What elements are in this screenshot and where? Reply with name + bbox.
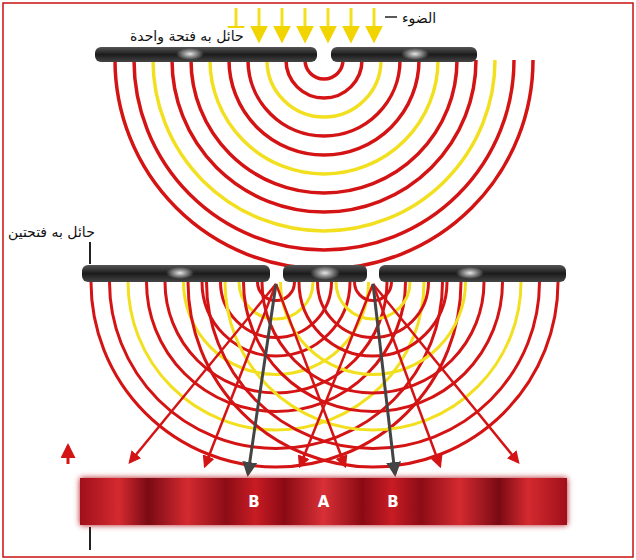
- wavefront: [172, 60, 476, 212]
- barrier: [331, 47, 477, 62]
- fringe-label: B: [248, 493, 259, 511]
- light-arrow: [304, 8, 307, 40]
- fringe-label: A: [318, 493, 330, 511]
- light-arrow: [373, 8, 376, 40]
- leader-line: [385, 16, 397, 18]
- barrier: [95, 47, 317, 62]
- barrier: [379, 265, 566, 282]
- double-slit-waves: [91, 282, 558, 467]
- label-box: حائل به فتحة واحدة: [128, 26, 246, 45]
- light-ray: [373, 284, 518, 462]
- single-slit-waves: [115, 60, 533, 269]
- leader-line: [89, 527, 91, 550]
- glint: [176, 48, 204, 60]
- wavefront: [188, 282, 558, 467]
- glint: [166, 267, 194, 279]
- part-label: حائل به فتحتين: [6, 224, 97, 240]
- slit-waves: [188, 282, 558, 467]
- light-ray: [373, 284, 395, 474]
- light-arrow: [327, 8, 330, 40]
- light-ray: [300, 284, 373, 466]
- wavefront: [286, 60, 362, 98]
- wavefront: [248, 60, 400, 136]
- wavefront: [229, 60, 419, 155]
- part-label: حائل به فتحة واحدة: [128, 28, 246, 44]
- light-arrow: [350, 8, 353, 40]
- glint: [401, 48, 429, 60]
- wavefront: [115, 60, 533, 269]
- label-box: حائل به فتحتين: [6, 222, 97, 241]
- wavefront: [191, 60, 457, 193]
- barrier: [283, 265, 367, 282]
- part-label: الضوء: [400, 10, 438, 26]
- screen-band: BAB: [80, 478, 567, 525]
- wavefront: [210, 60, 438, 174]
- light-arrow: [258, 8, 261, 40]
- barrier: [82, 265, 270, 282]
- incoming-light: [236, 8, 374, 40]
- wavefront: [267, 60, 381, 117]
- glint: [310, 266, 340, 280]
- leader-line: [89, 242, 91, 264]
- light-rays: [130, 284, 518, 474]
- fringe-label: B: [387, 493, 398, 511]
- wavefront: [305, 60, 343, 79]
- light-ray: [205, 284, 276, 466]
- light-ray: [248, 284, 276, 474]
- frame: [3, 3, 633, 557]
- label-box: الضوء: [400, 8, 438, 27]
- small-arrow: [67, 446, 70, 464]
- light-arrow: [281, 8, 284, 40]
- glint: [456, 267, 484, 279]
